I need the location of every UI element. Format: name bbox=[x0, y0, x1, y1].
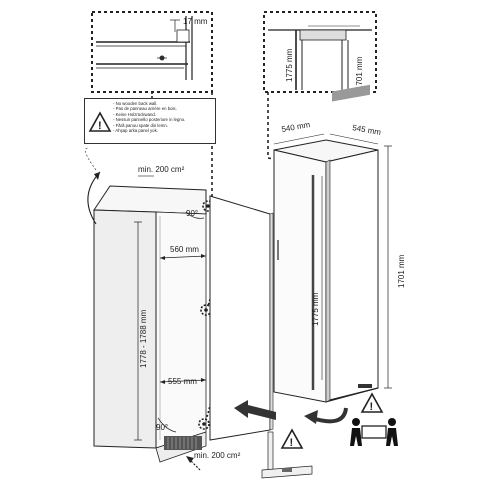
warning-line: - Nessun pannello posteriore in legno. bbox=[113, 117, 186, 123]
warning-line: - Pas de panneau arrière en bois. bbox=[113, 106, 177, 112]
top-airflow-arrow-icon bbox=[85, 147, 101, 225]
niche-width-560-label: 560 mm bbox=[170, 245, 199, 254]
niche-height-dimension: 1778 - 1788 mm bbox=[134, 221, 148, 441]
hinge-bottom-icon bbox=[198, 418, 210, 430]
warning-line: - Ahşap arka panel yok. bbox=[113, 128, 158, 134]
screw-icon bbox=[157, 55, 167, 61]
svg-text:!: ! bbox=[290, 437, 294, 449]
width-540-label: 540 mm bbox=[281, 120, 311, 134]
angle-top-label: 90° bbox=[186, 209, 198, 218]
top-gap-label: 17 mm bbox=[183, 17, 208, 26]
niche-width-555-label: 555 mm bbox=[168, 377, 197, 386]
vent-bottom-label: min. 200 cm² bbox=[194, 451, 241, 460]
vent-top-label: min. 200 cm² bbox=[138, 165, 185, 174]
top-detail-1701-label: 1701 mm bbox=[355, 56, 364, 90]
height-1775-label: 1775 mm bbox=[311, 292, 320, 326]
angle-bottom-label: 90° bbox=[156, 423, 168, 432]
angle-bottom: 90° bbox=[156, 417, 177, 433]
detail-box-top-left: 17 mm bbox=[91, 11, 213, 93]
angle-top: 90° bbox=[185, 209, 205, 219]
warning-triangle-icon: ! bbox=[88, 111, 112, 132]
cabinet-door bbox=[209, 195, 274, 441]
warning-triangle-icon: ! bbox=[280, 428, 304, 449]
two-person-lift-icon: ! bbox=[350, 392, 398, 446]
height-1701-label: 1701 mm bbox=[397, 254, 406, 288]
niche-cabinet bbox=[93, 185, 207, 463]
warning-line: - Fără panou spate din lemn. bbox=[113, 122, 168, 128]
niche-height-label: 1778 - 1788 mm bbox=[139, 309, 148, 368]
curved-arrow-icon bbox=[304, 407, 348, 424]
top-detail-1775-label: 1775 mm bbox=[285, 48, 294, 82]
appliance-height-dimension: 1701 mm 1775 mm bbox=[311, 145, 406, 389]
appliance-depth-dimension: 545 mm bbox=[329, 123, 382, 145]
appliance-width-dimension: 540 mm bbox=[273, 120, 325, 145]
appliance-body bbox=[273, 84, 379, 403]
warning-line: - Keine Holzrückwand. bbox=[113, 111, 156, 117]
niche-width-560: 560 mm bbox=[159, 245, 207, 260]
svg-text:!: ! bbox=[98, 120, 102, 132]
warning-lines: - No wooden back wall. - Pas de panneau … bbox=[113, 101, 215, 133]
depth-545-label: 545 mm bbox=[352, 123, 382, 137]
top-grille bbox=[332, 84, 370, 102]
bottom-airflow-arrow-icon bbox=[186, 456, 201, 471]
svg-text:!: ! bbox=[370, 401, 374, 413]
warning-line: - No wooden back wall. bbox=[113, 101, 158, 106]
warning-notes-box: ! - No wooden back wall. - Pas de pannea… bbox=[84, 98, 216, 144]
arrow-left-icon bbox=[234, 400, 276, 420]
square-tool-icon bbox=[261, 431, 313, 479]
detail-box-top-right: 1775 mm 1701 mm bbox=[263, 11, 377, 93]
niche-width-555: 555 mm bbox=[159, 377, 207, 386]
bottom-vent-grille bbox=[164, 436, 202, 450]
